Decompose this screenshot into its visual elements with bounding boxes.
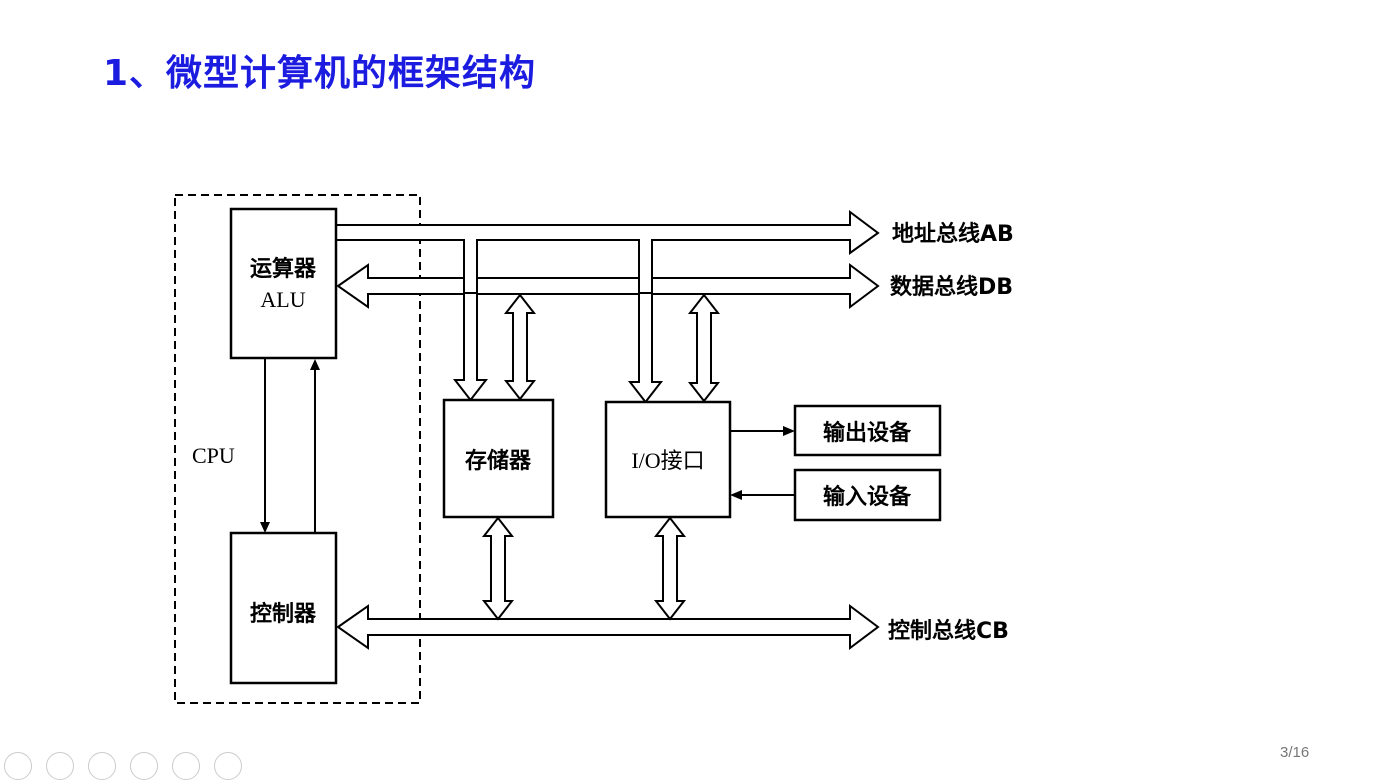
memory-box [442, 398, 555, 519]
data-bus-arrow [336, 263, 880, 309]
io-address-arrow [627, 292, 664, 404]
input-device-box [793, 468, 942, 522]
slide-nav-button[interactable] [172, 752, 200, 780]
address-bus-arrow [335, 210, 880, 255]
io-control-arrow [653, 516, 687, 621]
slide-nav-button[interactable] [46, 752, 74, 780]
controller-label: 控制器 [250, 601, 317, 627]
cpu-label: CPU [192, 443, 235, 468]
address-bus-label: 地址总线AB [892, 221, 1014, 247]
memory-control-arrow [481, 516, 515, 621]
cpu-boundary [174, 194, 421, 704]
slide-nav-button[interactable] [130, 752, 158, 780]
memory-address-arrow [452, 292, 489, 402]
output-device-box [793, 404, 942, 457]
computer-architecture-diagram: CPU 运算器 ALU 控制器 存储器 I/O接口 输出设备 输入设备 地址总线… [174, 194, 1014, 704]
slide-nav-button[interactable] [88, 752, 116, 780]
control-bus-label: 控制总线CB [888, 618, 1009, 644]
io-data-arrow [687, 293, 721, 403]
input-device-label: 输入设备 [823, 484, 912, 510]
alu-cn-label: 运算器 [250, 256, 317, 282]
data-bus-label: 数据总线DB [890, 274, 1013, 300]
output-device-label: 输出设备 [823, 420, 912, 446]
arrow-right-icon [783, 426, 795, 436]
slide-nav-button[interactable] [4, 752, 32, 780]
arrow-up-icon [310, 359, 320, 370]
slide-nav-button[interactable] [214, 752, 242, 780]
slide-title: 1、微型计算机的框架结构 [103, 53, 537, 94]
alu-en-label: ALU [260, 287, 305, 312]
controller-box [229, 531, 338, 685]
memory-data-arrow [503, 293, 537, 401]
memory-label: 存储器 [465, 448, 532, 474]
io-interface-label: I/O接口 [631, 448, 704, 473]
control-bus-arrow [336, 604, 880, 650]
alu-box [229, 207, 338, 360]
arrow-left-icon [730, 490, 742, 500]
io-interface-box [604, 400, 732, 519]
page-indicator: 3/16 [1280, 744, 1310, 761]
arrow-down-icon [260, 522, 270, 533]
